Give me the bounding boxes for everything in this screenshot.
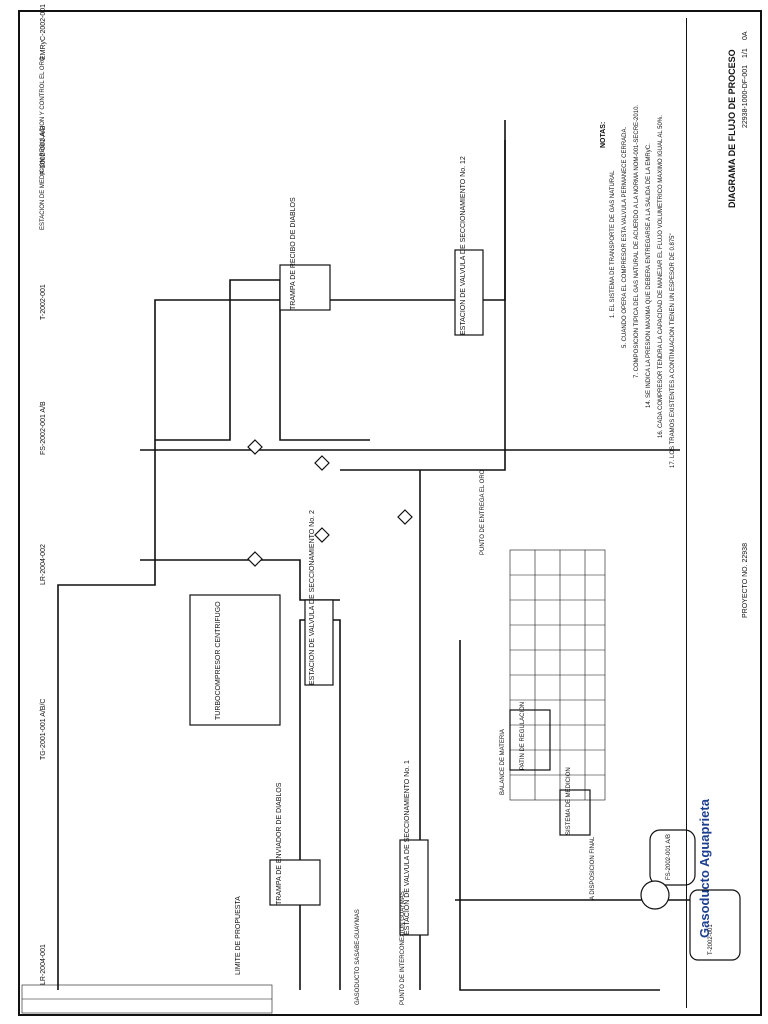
tag-collector: T-2002-001 bbox=[40, 284, 47, 320]
tag-receiver: LR-2004-002 bbox=[40, 544, 47, 585]
note-line: 14. SE INDICA LA PRESION MAXIMA QUE DEBE… bbox=[646, 143, 652, 408]
note-line: 16. CADA COMPRESOR TENDRA LA CAPACIDAD D… bbox=[658, 115, 664, 438]
delivery-point-label: PUNTO DE ENTREGA EL ORO bbox=[480, 469, 486, 555]
valve-station-12-box bbox=[454, 249, 484, 336]
regulation-box bbox=[509, 709, 551, 771]
tag-pump: P-2002-001 A/B bbox=[40, 125, 47, 175]
tag-compressor: TG-2001-001 A/B/C bbox=[40, 698, 47, 760]
note-line: 7. COMPOSICION TIPICA DEL GAS NATURAL DE… bbox=[634, 104, 640, 378]
project-number: PROYECTO NO. 22938 bbox=[742, 543, 749, 618]
receiver-trap-box bbox=[279, 264, 331, 311]
valve-diamond-5 bbox=[397, 509, 413, 525]
valve-diamond-3 bbox=[314, 455, 330, 471]
note-line: 1. EL SISTEMA DE TRANSPORTE DE GAS NATUR… bbox=[610, 170, 616, 318]
valve-diamond-4 bbox=[314, 527, 330, 543]
valve-station-2-label: ESTACION DE VALVULA DE SECCIONAMIENTO No… bbox=[309, 510, 316, 685]
tag-emryc: EMRyC-2002-001 bbox=[40, 3, 47, 60]
reference-table bbox=[21, 984, 273, 1014]
balance-table-heading: BALANCE DE MATERIA bbox=[500, 729, 506, 795]
valve-diamond-1 bbox=[247, 439, 263, 455]
drawing-number: 22938-1000-DF-001 bbox=[742, 64, 749, 128]
tank-box bbox=[689, 889, 741, 961]
pipeline-origin-label: GASODUCTO SASABE-GUAYMAS bbox=[355, 909, 361, 1005]
compressor-box bbox=[189, 594, 281, 726]
valve-diamond-2 bbox=[247, 551, 263, 567]
tag-launcher: LR-2004-001 bbox=[40, 944, 47, 985]
notes-column: NOTAS: 1. EL SISTEMA DE TRANSPORTE DE GA… bbox=[598, 18, 684, 1008]
separator-box bbox=[649, 829, 696, 886]
launcher-trap-label: TRAMPA DE ENVIADOR DE DIABLOS bbox=[276, 782, 283, 905]
compressor-loop bbox=[155, 279, 370, 441]
launcher-trap-box bbox=[269, 859, 321, 906]
proposal-limit-label: LIMITE DE PROPUESTA bbox=[235, 896, 242, 975]
right-return bbox=[340, 140, 506, 471]
balance-table-grid bbox=[509, 549, 606, 801]
interconnection-label: PUNTO DE INTERCONEXION GUAYMAS bbox=[400, 891, 406, 1005]
title-block: Gasoducto Aguaprieta DIAGRAMA DE FLUJO D… bbox=[686, 18, 757, 1008]
final-disposal-label: A DISPOSICION FINAL bbox=[590, 836, 596, 900]
valve-station-12-label: ESTACION DE VALVULA DE SECCIONAMIENTO No… bbox=[460, 156, 467, 335]
pump-icon bbox=[640, 880, 670, 910]
valve-station-2-box bbox=[304, 599, 334, 686]
sheet-number: 1/1 bbox=[742, 48, 749, 58]
metering-label: SISTEMA DE MEDICION bbox=[566, 767, 572, 835]
note-line: 17. LOS TRAMOS EXISTENTES A CONTINUACION… bbox=[670, 233, 676, 468]
lower-right-run bbox=[459, 640, 660, 991]
receiver-trap-label: TRAMPA DE RECIBO DE DIABLOS bbox=[290, 197, 297, 310]
valve-station-1-box bbox=[399, 839, 429, 936]
notes-heading: NOTAS: bbox=[600, 121, 607, 148]
tag-filter: FS-2002-001 A/B bbox=[40, 401, 47, 455]
revision-number: 0A bbox=[742, 31, 749, 40]
drawing-title: DIAGRAMA DE FLUJO DE PROCESO bbox=[727, 49, 737, 208]
note-line: 5. CUANDO OPERA EL COMPRESOR ESTA VALVUL… bbox=[622, 126, 628, 348]
metering-box bbox=[559, 789, 591, 836]
regulation-label: PATIN DE REGULACION bbox=[520, 701, 526, 770]
drawing-frame bbox=[18, 10, 762, 1016]
company-logo-text: Gasoducto Aguaprieta bbox=[697, 799, 712, 938]
compressor-label: TURBOCOMPRESOR CENTRIFUGO bbox=[215, 601, 222, 720]
